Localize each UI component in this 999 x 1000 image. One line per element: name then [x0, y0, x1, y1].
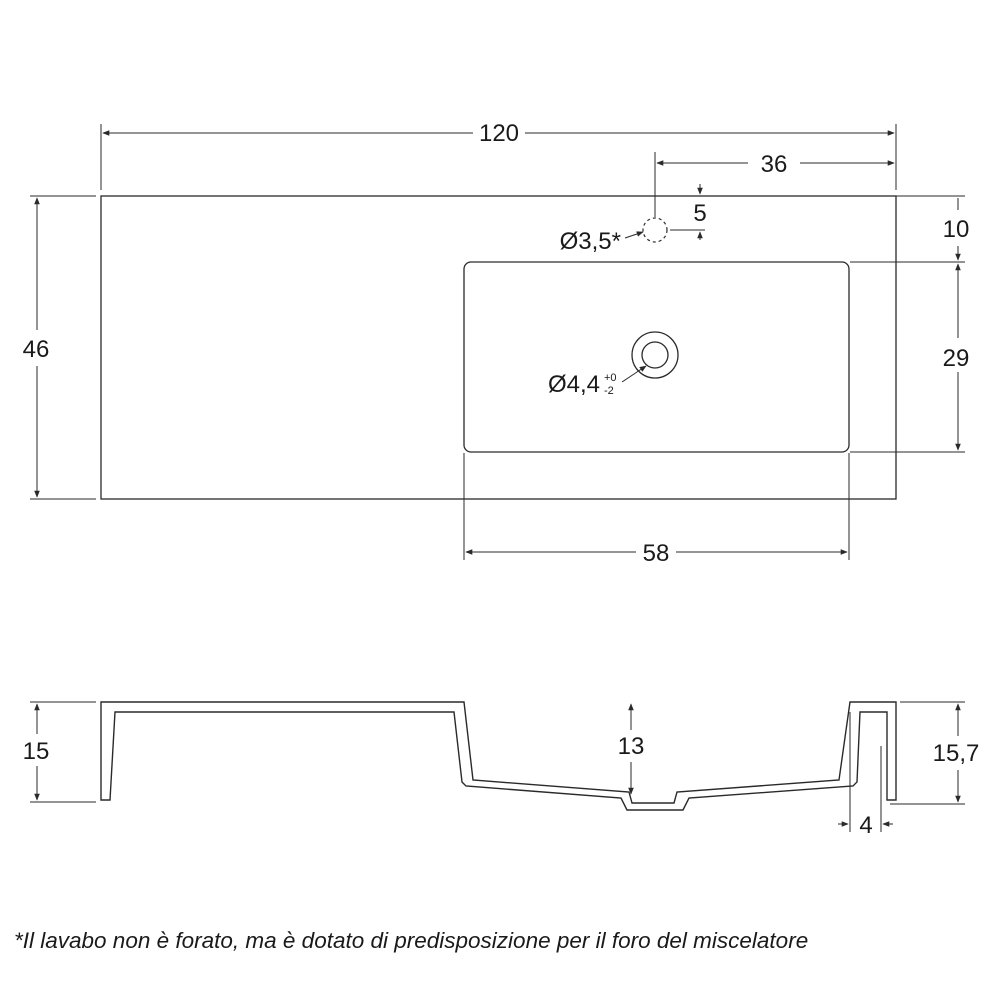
dim-label-15: 15 — [23, 738, 50, 765]
dim-tap-inset-5: 5 — [670, 184, 707, 240]
dim-label-5: 5 — [693, 200, 706, 227]
dim-label-13: 13 — [618, 733, 645, 760]
label-tap-diameter: Ø3,5* — [560, 228, 644, 255]
dim-basin-width-58: 58 — [463, 453, 850, 567]
tap-diameter-label: Ø3,5* — [560, 228, 621, 255]
dim-tap-offset-36: 36 — [654, 150, 897, 217]
dim-back-edge-10: 10 — [850, 195, 970, 263]
dim-label-10: 10 — [943, 216, 970, 243]
dim-inner-depth-13: 13 — [618, 703, 645, 795]
footnote: *Il lavabo non è forato, ma è dotato di … — [14, 928, 809, 953]
dim-basin-depth-29: 29 — [850, 263, 970, 453]
label-drain-diameter: Ø4,4 +0 -2 — [548, 365, 647, 398]
dim-width-120: 120 — [100, 120, 897, 190]
basin-outline — [463, 261, 850, 453]
dim-label-4: 4 — [859, 812, 872, 839]
drain-diameter-label: Ø4,4 — [548, 371, 600, 398]
dim-label-120: 120 — [479, 120, 519, 147]
dim-right-height-15-7: 15,7 — [890, 701, 980, 805]
drain-tolerance-minus: -2 — [604, 385, 614, 397]
section-profile — [100, 701, 897, 811]
tap-hole-marker — [642, 217, 668, 243]
dim-label-29: 29 — [943, 345, 970, 372]
plan-view — [100, 195, 897, 500]
dim-depth-46: 46 — [23, 195, 96, 500]
dim-label-58: 58 — [643, 540, 670, 567]
drain-tolerance-plus: +0 — [604, 372, 617, 384]
section-view — [100, 701, 897, 811]
dim-wall-thickness-4: 4 — [838, 712, 893, 839]
top-outline — [100, 195, 897, 500]
dim-left-height-15: 15 — [23, 701, 96, 803]
dim-label-36: 36 — [761, 151, 788, 178]
drain-hole — [641, 341, 669, 369]
dim-label-46: 46 — [23, 336, 50, 363]
dim-label-15-7: 15,7 — [933, 740, 980, 767]
